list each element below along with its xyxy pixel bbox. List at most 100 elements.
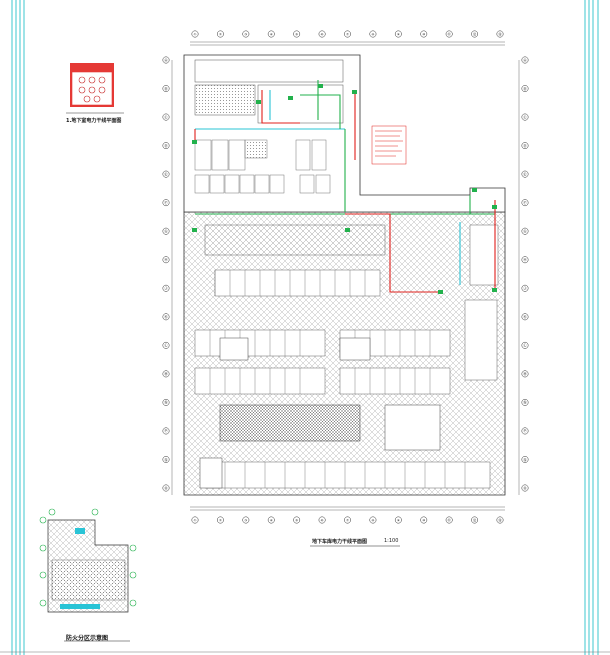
column-axis-top-6-circle <box>318 30 326 38</box>
column-axis-top-6-label: ⑥ <box>321 32 324 36</box>
row-axis-left-15-label: Ⓠ <box>164 457 168 462</box>
column-axis-bottom-2-label: ② <box>219 518 222 522</box>
row-axis-left-3-circle <box>162 113 170 121</box>
row-axis-right-11-circle <box>521 341 529 349</box>
column-axis-bottom-12-circle <box>471 516 479 524</box>
row-axis-left-1-label: Ⓐ <box>164 57 168 62</box>
row-axis-right-13-label: Ⓝ <box>523 400 527 405</box>
row-axis-right-1-circle <box>521 56 529 64</box>
column-axis-top-13-circle <box>496 30 504 38</box>
row-axis-left-16-circle <box>162 484 170 492</box>
column-axis-top-5-label: ⑤ <box>295 32 298 36</box>
column-axis-top-2-circle <box>216 30 224 38</box>
column-axis-bottom-5-circle <box>293 516 301 524</box>
column-axis-top-9-label: ⑨ <box>397 32 400 36</box>
column-axis-bottom-13-label: ⑬ <box>498 517 502 522</box>
column-axis-bottom-8-circle <box>369 516 377 524</box>
column-axis-bottom-2-circle <box>216 516 224 524</box>
column-axis-bottom-7-label: ⑦ <box>346 518 349 522</box>
column-axis-bottom-8-label: ⑧ <box>371 518 374 522</box>
column-axis-top-3-circle <box>242 30 250 38</box>
main-plan-scale: 1:100 <box>384 538 399 544</box>
column-axis-top-4-label: ④ <box>270 32 273 36</box>
top-grid-axis <box>171 41 520 511</box>
column-axis-bottom-11-label: ⑪ <box>448 517 452 522</box>
column-axis-top-7-circle <box>344 30 351 38</box>
column-axis-bottom-4-circle <box>267 516 275 524</box>
row-axis-right-12-label: Ⓜ <box>523 371 527 376</box>
row-axis-left-6-circle <box>162 199 170 207</box>
row-axis-left-15-circle <box>162 456 170 463</box>
column-axis-top-8-circle <box>369 30 377 38</box>
column-axis-top-5-circle <box>293 30 301 38</box>
row-axis-left-14-circle <box>162 427 170 435</box>
row-axis-right-13-circle <box>521 398 529 406</box>
row-axis-left-9-circle <box>162 284 170 292</box>
row-axis-left-5-circle <box>162 170 170 178</box>
row-axis-left-13-circle <box>162 398 170 406</box>
row-axis-right-4-circle <box>521 142 529 150</box>
row-axis-right-9-label: Ⓙ <box>523 286 527 291</box>
row-axis-right-15-label: Ⓠ <box>523 457 527 462</box>
column-axis-top-11-label: ⑪ <box>448 31 452 36</box>
row-axis-left-4-circle <box>162 142 170 150</box>
column-axis-bottom-10-circle <box>420 516 428 524</box>
row-axis-left-2-label: Ⓑ <box>164 86 168 91</box>
row-axis-right-16-label: Ⓡ <box>523 485 527 490</box>
column-axis-top-12-label: ⑫ <box>473 31 477 36</box>
row-axis-right-6-label: Ⓕ <box>523 200 527 205</box>
column-axis-top-11-circle <box>445 30 453 38</box>
row-axis-right-11-label: Ⓛ <box>523 343 527 348</box>
column-axis-bottom-6-label: ⑥ <box>321 518 324 522</box>
row-axis-left-8-label: Ⓗ <box>164 257 168 262</box>
row-axis-left-4-label: Ⓓ <box>164 143 168 148</box>
row-axis-left-12-circle <box>162 370 170 378</box>
row-axis-left-7-circle <box>162 227 170 235</box>
row-axis-right-8-label: Ⓗ <box>523 257 527 262</box>
row-axis-left-6-label: Ⓕ <box>164 200 168 205</box>
row-axis-left-11-label: Ⓛ <box>164 343 168 348</box>
row-axis-left-16-label: Ⓡ <box>164 485 168 490</box>
row-axis-right-14-circle <box>521 427 529 435</box>
row-axis-left-12-label: Ⓜ <box>164 371 168 376</box>
row-axis-left-1-circle <box>162 56 170 64</box>
distribution-boxes <box>192 84 497 294</box>
main-floor-plan <box>183 54 506 496</box>
column-axis-top-9-circle <box>394 30 402 38</box>
row-axis-right-8-circle <box>521 256 529 264</box>
column-axis-bottom-1-label: ① <box>194 518 197 522</box>
row-axis-left-7-label: Ⓖ <box>164 229 168 234</box>
row-axis-right-2-label: Ⓑ <box>523 86 527 91</box>
row-axis-right-14-label: Ⓟ <box>523 428 527 433</box>
column-axis-top-13-label: ⑬ <box>498 31 502 36</box>
legend-block <box>66 63 124 114</box>
row-axis-left-3-label: Ⓒ <box>164 114 168 119</box>
key-plan-title: 防火分区示意图 <box>66 635 109 642</box>
column-axis-top-10-circle <box>420 30 428 38</box>
row-axis-right-5-circle <box>521 170 529 178</box>
column-axis-bottom-9-circle <box>394 516 402 524</box>
column-axis-top-1-label: ① <box>194 32 197 36</box>
column-axis-bottom-4-label: ④ <box>270 518 273 522</box>
column-axis-bottom-11-circle <box>445 516 453 524</box>
row-axis-right-10-circle <box>521 313 529 321</box>
row-axis-right-6-circle <box>521 199 529 207</box>
column-axis-bottom-6-circle <box>318 516 326 524</box>
row-axis-right-9-circle <box>521 284 529 292</box>
row-axis-right-4-label: Ⓓ <box>523 143 527 148</box>
row-axis-left-8-circle <box>162 256 170 264</box>
main-plan-title: 地下车库电力干线平面图 <box>312 539 368 545</box>
row-axis-right-15-circle <box>521 456 529 463</box>
row-axis-left-2-circle <box>162 85 170 92</box>
column-axis-bottom-3-circle <box>242 516 250 524</box>
column-axis-bottom-12-label: ⑫ <box>473 517 477 522</box>
column-axis-bottom-9-label: ⑨ <box>397 518 400 522</box>
column-axis-bottom-10-label: ⑩ <box>422 518 425 522</box>
row-axis-right-16-circle <box>521 484 529 492</box>
column-axis-bottom-3-label: ③ <box>244 518 247 522</box>
column-axis-top-1-circle <box>191 30 199 38</box>
column-axis-bottom-13-circle <box>496 516 504 524</box>
column-axis-top-3-label: ③ <box>244 32 247 36</box>
